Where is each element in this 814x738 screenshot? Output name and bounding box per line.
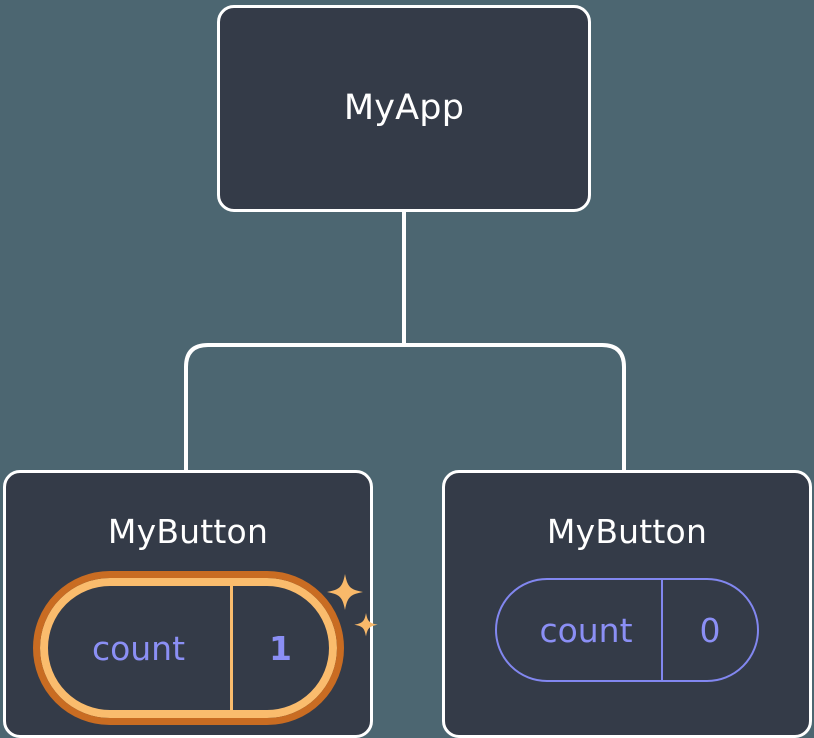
state-pill-divider-left [229,586,233,710]
node-title-child-right: MyButton [546,512,708,551]
node-card-myapp[interactable]: MyApp [217,5,591,212]
node-card-mybutton-right[interactable]: MyButton count 0 [442,470,812,738]
sparkle-small-icon [353,613,378,637]
sparkle-large-icon [326,574,363,610]
node-card-mybutton-left[interactable]: MyButton count 1 [3,470,378,738]
state-key-left: count [91,628,186,668]
state-pill-right[interactable]: count 0 [495,578,759,682]
node-title-root: MyApp [343,88,465,128]
state-key-right: count [539,610,633,650]
state-value-left: 1 [269,628,292,668]
state-pill-divider-right [661,580,663,680]
connector-branch-bus [184,343,626,470]
state-pill-wrap-left: count 1 [32,571,378,725]
node-title-child-left: MyButton [107,512,269,551]
state-value-right: 0 [699,610,721,650]
state-pill-wrap-right: count 0 [495,578,759,682]
state-pill-left[interactable]: count 1 [32,571,344,725]
